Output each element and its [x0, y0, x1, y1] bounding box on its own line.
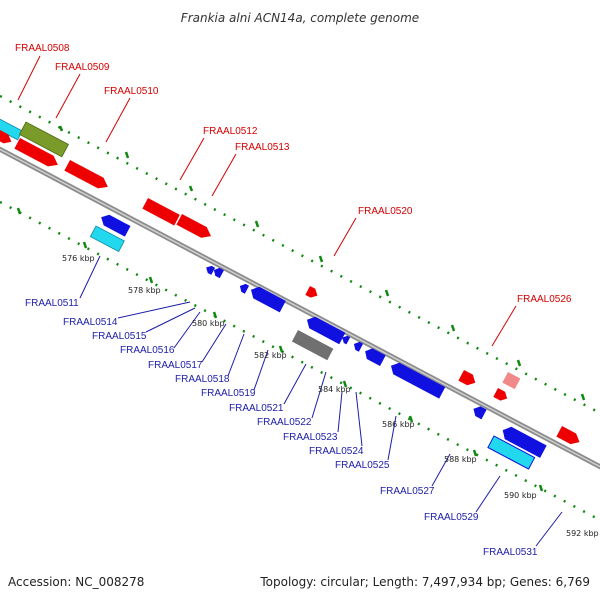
gene-label-fraal0511[interactable]: FRAAL0511: [25, 298, 79, 309]
gene-arrow-fraal0522[interactable]: [340, 334, 351, 345]
gene-label-fraal0515[interactable]: FRAAL0515: [92, 331, 147, 342]
gene-arrow-fraal0510[interactable]: [64, 160, 110, 192]
gene-label-fraal0521[interactable]: FRAAL0521: [229, 403, 284, 414]
gene-label-fraal0519[interactable]: FRAAL0519: [201, 388, 256, 399]
gene-label-fraal0517[interactable]: FRAAL0517: [148, 360, 203, 371]
gene-arrow-fraal0526c[interactable]: [493, 388, 509, 403]
gene-arrow-fraal0511[interactable]: [98, 212, 131, 237]
gene-arrow-fraal0520[interactable]: [305, 286, 319, 300]
gene-label-fraal0514[interactable]: FRAAL0514: [63, 317, 118, 328]
gene-label-fraal0523[interactable]: FRAAL0523: [283, 432, 338, 443]
gene-arrow-fraal0529a[interactable]: [499, 424, 547, 458]
gene-arrow-fraal0509[interactable]: [18, 121, 69, 158]
gene-label-fraal0518[interactable]: FRAAL0518: [175, 374, 230, 385]
gene-arrow-fraal0517[interactable]: [248, 284, 286, 313]
gene-label-fraal0520[interactable]: FRAAL0520: [358, 206, 413, 217]
reverse-genes: [89, 212, 547, 470]
gene-arrow-fraal0508b[interactable]: [0, 128, 14, 146]
gene-arrow-fraal0529b[interactable]: [487, 435, 536, 470]
gene-label-fraal0522[interactable]: FRAAL0522: [257, 417, 312, 428]
gene-label-fraal0509[interactable]: FRAAL0509: [55, 62, 110, 73]
gene-label-fraal0512[interactable]: FRAAL0512: [203, 126, 258, 137]
forward-gene-labels: FRAAL0508 FRAAL0509 FRAAL0510 FRAAL0512 …: [15, 43, 572, 305]
scale-label: 582 kbp: [254, 351, 287, 360]
gene-label-fraal0510[interactable]: FRAAL0510: [104, 86, 159, 97]
reverse-tick-track: [0, 200, 600, 522]
forward-callouts: [17, 55, 517, 347]
gene-arrow-fraal0511b[interactable]: [89, 225, 125, 253]
scale-label: 592 kbp: [566, 529, 599, 538]
gene-arrow-fraal0513[interactable]: [176, 214, 213, 241]
genome-backbone: [0, 146, 600, 470]
reverse-gene-labels: FRAAL0511 FRAAL0514 FRAAL0515 FRAAL0516 …: [25, 298, 538, 558]
gene-arrow-fraal0525[interactable]: [388, 360, 446, 399]
gene-arrow-fraal0514[interactable]: [204, 264, 216, 275]
scale-label: 576 kbp: [62, 254, 95, 263]
scale-label: 584 kbp: [318, 385, 351, 394]
scale-label: 588 kbp: [444, 455, 477, 464]
gene-label-fraal0529[interactable]: FRAAL0529: [424, 512, 479, 523]
gene-label-fraal0525[interactable]: FRAAL0525: [335, 460, 390, 471]
gene-arrow-fraal0524[interactable]: [362, 346, 386, 366]
topology-summary-text: Topology: circular; Length: 7,497,934 bp…: [259, 575, 590, 589]
gene-label-fraal0516[interactable]: FRAAL0516: [120, 345, 175, 356]
reverse-callouts: [79, 255, 563, 547]
scale-label: 590 kbp: [504, 491, 537, 500]
scale-labels: 576 kbp 578 kbp 580 kbp 582 kbp 584 kbp …: [62, 254, 599, 538]
gene-label-fraal0526[interactable]: FRAAL0526: [517, 294, 572, 305]
scale-label: 580 kbp: [192, 319, 225, 328]
gene-label-fraal0513[interactable]: FRAAL0513: [235, 142, 290, 153]
gene-arrow-fraal0519[interactable]: [291, 330, 334, 361]
gene-arrow-fraal0526a[interactable]: [458, 370, 478, 388]
gene-arrow-fraal0516[interactable]: [238, 282, 250, 294]
major-ticks: [16, 125, 586, 492]
accession-text: Accession: NC_008278: [8, 575, 144, 589]
gene-label-fraal0524[interactable]: FRAAL0524: [309, 446, 364, 457]
scale-label: 586 kbp: [382, 420, 415, 429]
gene-arrow-fraal0521[interactable]: [304, 314, 346, 345]
gene-arrow-fraal0512[interactable]: [142, 198, 180, 226]
gene-label-fraal0527[interactable]: FRAAL0527: [380, 486, 435, 497]
gene-arrow-fraal0528[interactable]: [556, 426, 582, 447]
gene-arrow-fraal0523[interactable]: [352, 340, 364, 352]
gene-arrow-fraal0515[interactable]: [212, 266, 224, 279]
map-title: Frankia alni ACN14a, complete genome: [181, 11, 419, 25]
gene-label-fraal0508[interactable]: FRAAL0508: [15, 43, 70, 54]
scale-label: 578 kbp: [128, 286, 161, 295]
gene-label-fraal0531[interactable]: FRAAL0531: [483, 547, 538, 558]
forward-genes: [0, 115, 582, 447]
gene-arrow-fraal0509b[interactable]: [14, 138, 60, 170]
gene-arrow-fraal0526b[interactable]: [502, 372, 521, 390]
gene-arrow-fraal0527[interactable]: [471, 404, 487, 420]
